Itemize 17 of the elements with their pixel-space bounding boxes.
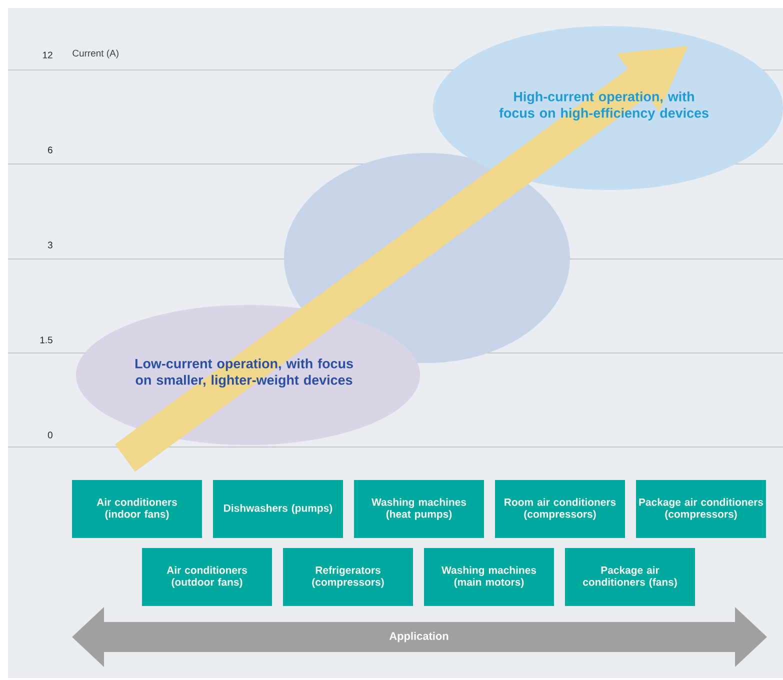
application-box: Room air conditioners (compressors) — [495, 480, 625, 538]
tick-label: 6 — [48, 146, 52, 154]
double-arrow-band: Application — [72, 607, 767, 667]
application-box: Package air conditioners (fans) — [565, 548, 695, 606]
application-box: Package air conditioners (compressors) — [636, 480, 766, 538]
application-box: Refrigerators (compressors) — [283, 548, 413, 606]
tick-label: 0 — [48, 432, 52, 438]
operation-label: Low-current operation, with focus on smaller, lighter-weight devices — [135, 358, 353, 388]
application-box: Washing machines (heat pumps) — [354, 480, 484, 538]
tick-label: 1.5 — [40, 336, 52, 344]
axis-title: Current (A) — [72, 50, 118, 58]
application-box: Dishwashers (pumps) — [213, 480, 343, 538]
tick-label: 12 — [43, 52, 52, 58]
tick-label: 3 — [48, 242, 52, 248]
application-box: Washing machines (main motors) — [424, 548, 554, 606]
application-box: Air conditioners (outdoor fans) — [142, 548, 272, 606]
application-box: Air conditioners (indoor fans) — [72, 480, 202, 538]
